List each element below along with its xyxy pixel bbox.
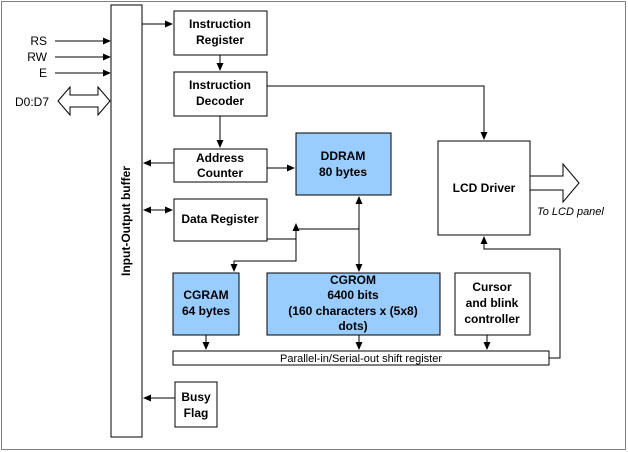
- instruction-decoder: [173, 71, 268, 117]
- address-counter: [173, 148, 268, 183]
- io-buffer-label: Input-Output buffer: [119, 166, 133, 276]
- busy-flag-line1: Busy: [181, 390, 211, 404]
- cgram-line1: CGRAM: [183, 288, 228, 302]
- data-register: [173, 198, 268, 242]
- wire-dr-to-bus: [267, 228, 359, 240]
- connection-wires: [142, 20, 561, 402]
- instruction-register-line2: Register: [196, 33, 244, 47]
- instruction-decoder-line2: Decoder: [196, 94, 244, 108]
- cgram-line2: 64 bytes: [182, 304, 230, 318]
- cgrom: [266, 272, 441, 336]
- signal-rs-label: RS: [30, 34, 47, 48]
- instruction-decoder-line1: Instruction: [189, 78, 251, 92]
- data-bus-label: D0:D7: [15, 95, 49, 109]
- cursor-blink-line2: and blink: [466, 296, 519, 310]
- cgrom-line4: dots): [338, 319, 367, 333]
- wire-sr-to-lcd-driver: [480, 236, 561, 359]
- cursor-blink-line1: Cursor: [472, 280, 512, 294]
- wire-bus-to-cgram: [230, 239, 297, 272]
- address-counter-line1: Address: [196, 151, 244, 165]
- busy-flag: [174, 381, 218, 428]
- ddram: [295, 132, 392, 196]
- lcd-panel-output-label: To LCD panel: [537, 206, 604, 218]
- instruction-register-line1: Instruction: [189, 17, 251, 31]
- input-signals: RS RW E D0:D7: [15, 34, 111, 117]
- wire-decoder-to-lcd-driver: [267, 85, 488, 140]
- signal-e-label: E: [39, 66, 47, 80]
- cgram: [172, 272, 240, 336]
- instruction-register: [173, 10, 268, 56]
- cursor-blink-controller: [454, 272, 531, 336]
- cgrom-line1: CGROM: [330, 273, 376, 287]
- lcd-driver: [437, 140, 531, 236]
- cgrom-line2: 6400 bits: [327, 288, 379, 302]
- address-counter-line2: Counter: [197, 166, 243, 180]
- data-register-label: Data Register: [181, 212, 259, 226]
- ddram-line2: 80 bytes: [319, 165, 367, 179]
- io-buffer: [110, 4, 143, 438]
- cursor-blink-line3: controller: [464, 312, 520, 326]
- data-bus-double-arrow: [57, 85, 111, 117]
- signal-rw-label: RW: [27, 50, 47, 64]
- lcd-driver-label: LCD Driver: [453, 181, 516, 195]
- shift-register-label: Parallel-in/Serial-out shift register: [280, 353, 442, 365]
- busy-flag-line2: Flag: [184, 406, 209, 420]
- ddram-line1: DDRAM: [321, 149, 366, 163]
- cgrom-line3: (160 characters x (5x8): [288, 304, 417, 318]
- lcd-panel-output-arrow: [529, 162, 580, 204]
